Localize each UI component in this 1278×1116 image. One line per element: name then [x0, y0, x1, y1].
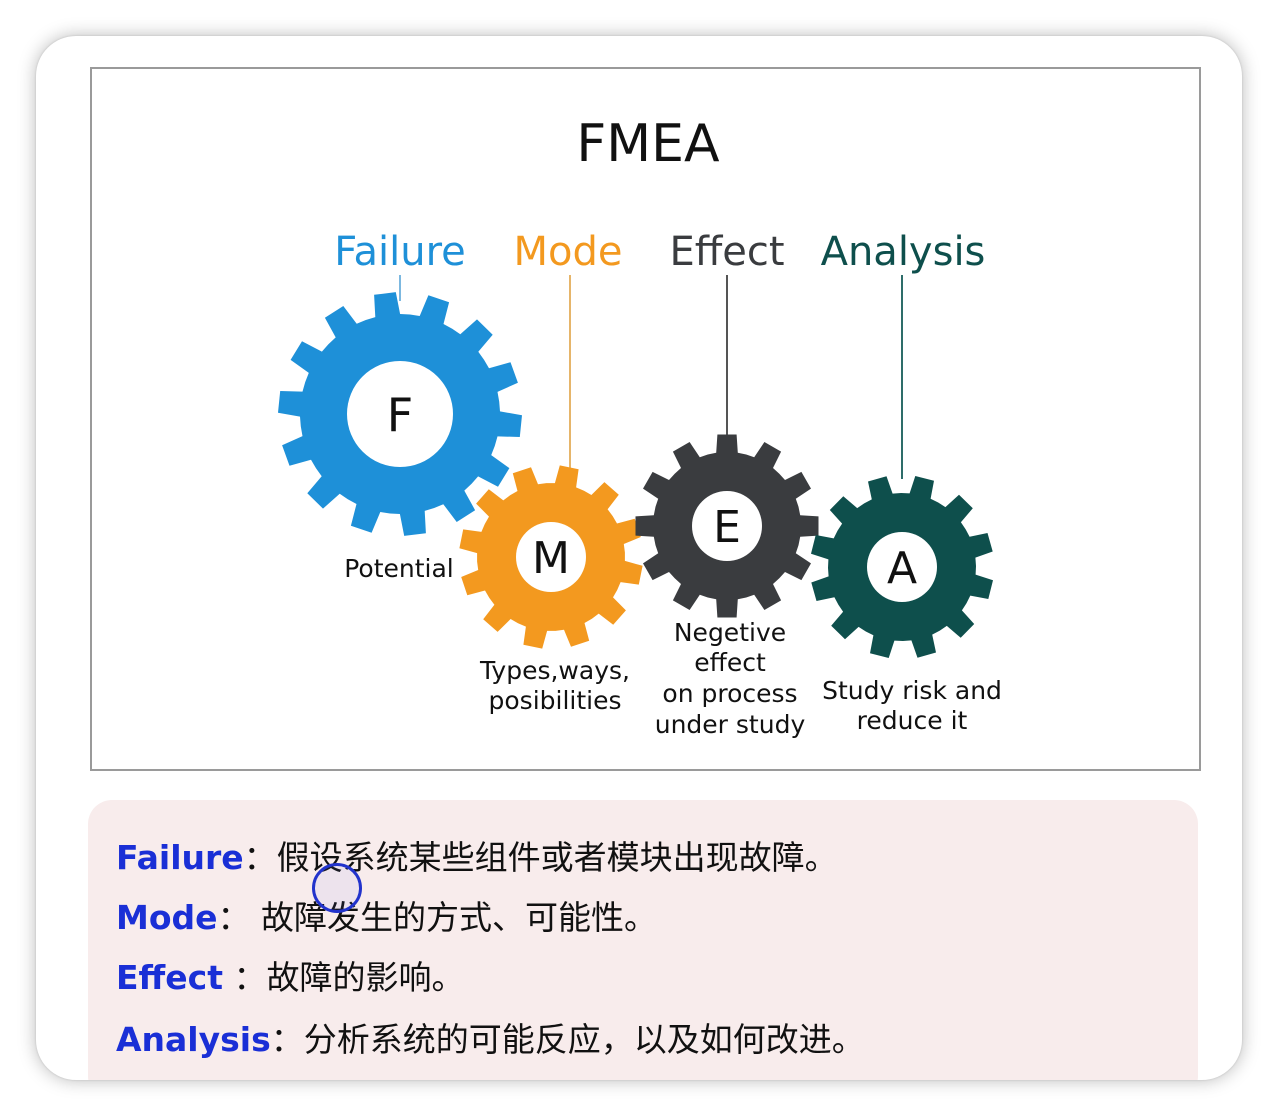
fmea-diagram: FMEA Failure Mode Effect Analysis F M E [278, 114, 1002, 739]
note-effect: Effect ：故障的影响。 [116, 958, 465, 998]
caption-effect-line-4: under study [655, 710, 806, 739]
gear-letter-mode: M [532, 533, 570, 584]
note-desc-analysis: 分析系统的可能反应，以及如何改进。 [303, 1020, 865, 1059]
caption-analysis-line-2: reduce it [857, 706, 968, 735]
caption-effect-line-3: on process [662, 679, 797, 708]
caption-failure-line-1: Potential [344, 554, 454, 583]
note-separator: ： [217, 898, 262, 937]
caption-effect-line-2: effect [694, 648, 766, 677]
slide-title: FMEA [576, 114, 720, 174]
notes-panel: Failure：假设系统某些组件或者模块出现故障。 Mode： 故障发生的方式、… [88, 800, 1198, 1080]
gear-hub-analysis [867, 532, 937, 602]
note-term-mode: Mode [116, 898, 218, 937]
heading-effect: Effect [669, 229, 784, 275]
gear-letter-analysis: A [887, 543, 917, 594]
caption-analysis-line-1: Study risk and [822, 676, 1002, 705]
cursor-ring-icon [312, 863, 362, 913]
gear-letter-failure: F [387, 388, 413, 442]
caption-effect-line-1: Negetive [674, 618, 786, 647]
heading-analysis: Analysis [821, 229, 986, 275]
note-mode: Mode： 故障发生的方式、可能性。 [116, 898, 657, 938]
note-desc-effect: 故障的影响。 [266, 958, 465, 997]
heading-mode: Mode [514, 229, 623, 275]
note-term-failure: Failure [116, 838, 244, 877]
app-window: FMEA Failure Mode Effect Analysis F M E [36, 36, 1242, 1080]
gear-hub-effect [692, 491, 762, 561]
note-analysis: Analysis：分析系统的可能反应，以及如何改进。 [116, 1020, 865, 1060]
note-separator: ： [223, 958, 267, 997]
note-separator: ： [243, 838, 277, 877]
gear-hub-mode [516, 522, 586, 592]
note-desc-failure: 假设系统某些组件或者模块出现故障。 [276, 838, 838, 877]
heading-failure: Failure [334, 229, 466, 275]
caption-mode-line-2: posibilities [489, 686, 622, 715]
gear-letter-effect: E [713, 502, 741, 553]
caption-mode-line-1: Types,ways, [479, 656, 630, 685]
note-term-analysis: Analysis [116, 1020, 271, 1059]
note-separator: ： [270, 1020, 304, 1059]
gear-hub-failure [347, 361, 453, 467]
note-term-effect: Effect [116, 958, 223, 997]
fmea-slide: FMEA Failure Mode Effect Analysis F M E [90, 67, 1201, 771]
note-failure: Failure：假设系统某些组件或者模块出现故障。 [116, 838, 838, 878]
